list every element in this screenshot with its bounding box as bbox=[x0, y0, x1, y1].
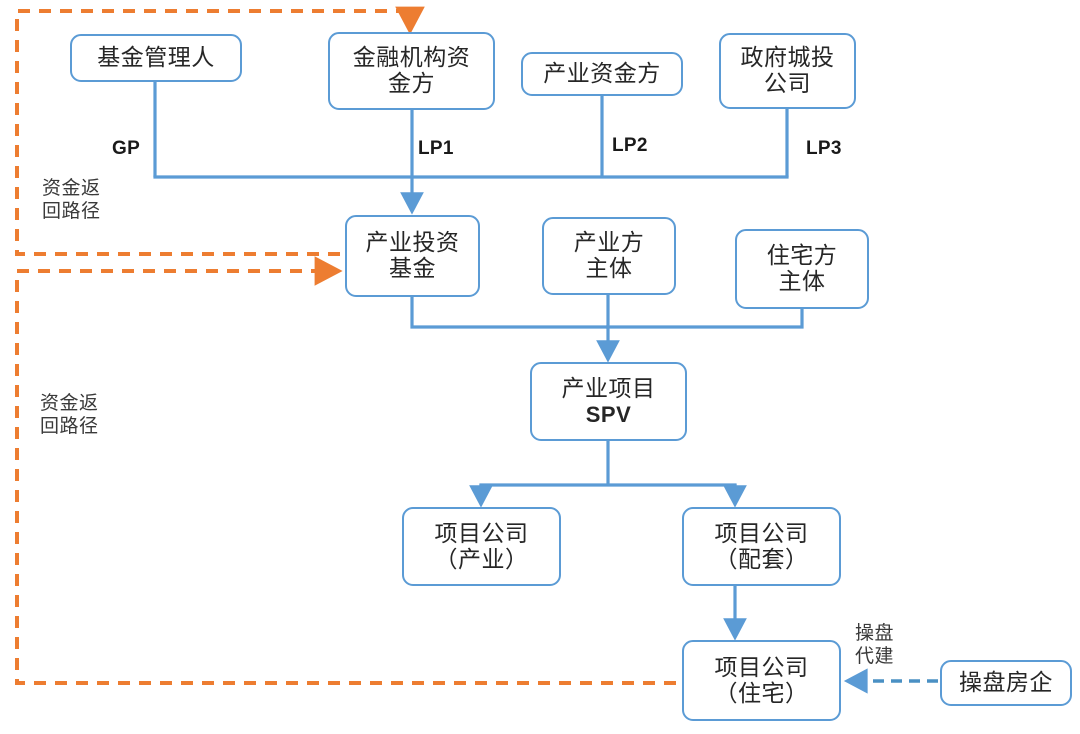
node-projco-industry[interactable]: 项目公司 （产业） bbox=[402, 507, 561, 586]
node-gov-urban-co[interactable]: 政府城投 公司 bbox=[719, 33, 856, 109]
node-projco-support[interactable]: 项目公司 （配套） bbox=[682, 507, 841, 586]
edge-label-gp: GP bbox=[112, 138, 141, 159]
node-financial-funder[interactable]: 金融机构资 金方 bbox=[328, 32, 495, 110]
node-label: 产业方 主体 bbox=[573, 230, 645, 281]
edge-label-lp3: LP3 bbox=[806, 138, 842, 159]
node-industry-party[interactable]: 产业方 主体 bbox=[542, 217, 676, 295]
annotation-return-path-lower: 资金返 回路径 bbox=[40, 393, 99, 438]
node-industry-funder[interactable]: 产业资金方 bbox=[521, 52, 683, 96]
edge-fund-to-spv-bus bbox=[410, 297, 608, 329]
node-label: 金融机构资 金方 bbox=[352, 45, 471, 96]
edge-label-operate-build: 操盘 代建 bbox=[855, 623, 895, 668]
edge-residential-to-spv-bus bbox=[606, 309, 804, 329]
annotation-return-path-upper: 资金返 回路径 bbox=[42, 178, 101, 223]
node-label: 项目公司 （住宅） bbox=[714, 654, 809, 706]
node-label-acronym: SPV bbox=[585, 401, 632, 427]
node-projco-residence[interactable]: 项目公司 （住宅） bbox=[682, 640, 841, 721]
node-operator-developer[interactable]: 操盘房企 bbox=[940, 660, 1072, 706]
edge-label-lp2: LP2 bbox=[612, 135, 648, 156]
node-label: 产业资金方 bbox=[543, 61, 661, 87]
node-label: 产业投资 基金 bbox=[365, 230, 460, 281]
return-path-lower bbox=[15, 256, 676, 685]
node-label: 住宅方 主体 bbox=[766, 243, 838, 294]
node-label: 项目公司 （配套） bbox=[714, 520, 809, 572]
node-residential-party[interactable]: 住宅方 主体 bbox=[735, 229, 869, 309]
node-industry-fund[interactable]: 产业投资 基金 bbox=[345, 215, 480, 297]
edge-label-lp1: LP1 bbox=[418, 138, 454, 159]
return-path-upper bbox=[15, 6, 425, 256]
node-label: 项目公司 （产业） bbox=[434, 520, 529, 572]
node-label: 政府城投 公司 bbox=[740, 45, 835, 96]
node-fund-manager[interactable]: 基金管理人 bbox=[70, 34, 242, 82]
node-label: 操盘房企 bbox=[959, 670, 1053, 696]
node-label: 基金管理人 bbox=[97, 45, 215, 71]
